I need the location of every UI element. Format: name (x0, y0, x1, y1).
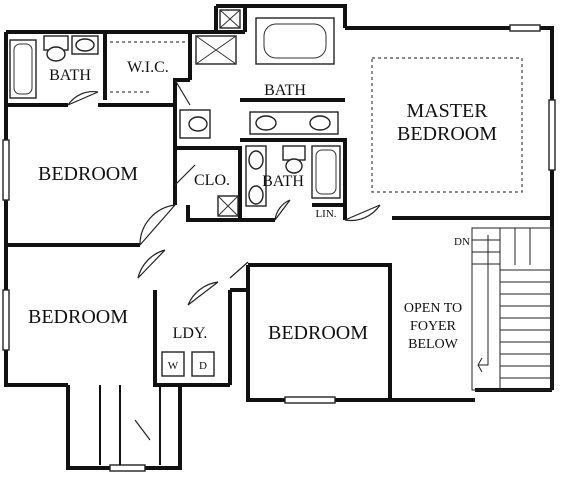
wic-label: W.I.C. (127, 59, 169, 76)
open-to-foyer-line2: FOYER (410, 319, 457, 334)
bath-small-label: BATH (262, 173, 304, 190)
bedroom-upper-left-label: BEDROOM (38, 163, 138, 185)
bedroom-center-label: BEDROOM (268, 322, 368, 344)
bath-top-left-fixtures (9, 35, 99, 99)
bath-center-label: BATH (264, 82, 306, 99)
wic-shelves (110, 41, 185, 93)
laundry-appliances (161, 351, 215, 377)
staircase (471, 227, 553, 391)
linen-label: LIN. (315, 208, 336, 220)
laundry-label: LDY. (173, 325, 208, 342)
master-tray-ceiling (371, 57, 523, 193)
master-bedroom-label-line1: MASTER (406, 100, 488, 122)
doors (67, 79, 381, 441)
bath-top-left-label: BATH (49, 67, 91, 84)
stairs-down-label: DN (454, 236, 470, 248)
closet-label: CLO. (194, 172, 230, 189)
dryer-label: D (199, 360, 207, 372)
windows (2, 24, 556, 472)
master-bedroom-label-line2: BEDROOM (397, 123, 497, 145)
bath-center-fixtures (179, 9, 339, 139)
bath-small-fixtures (217, 145, 341, 217)
washer-label: W (168, 360, 179, 372)
open-to-foyer-line3: BELOW (408, 337, 459, 352)
open-to-foyer-line1: OPEN TO (404, 301, 462, 316)
bump-out-details (99, 385, 161, 465)
bedroom-lower-left-label: BEDROOM (28, 306, 128, 328)
